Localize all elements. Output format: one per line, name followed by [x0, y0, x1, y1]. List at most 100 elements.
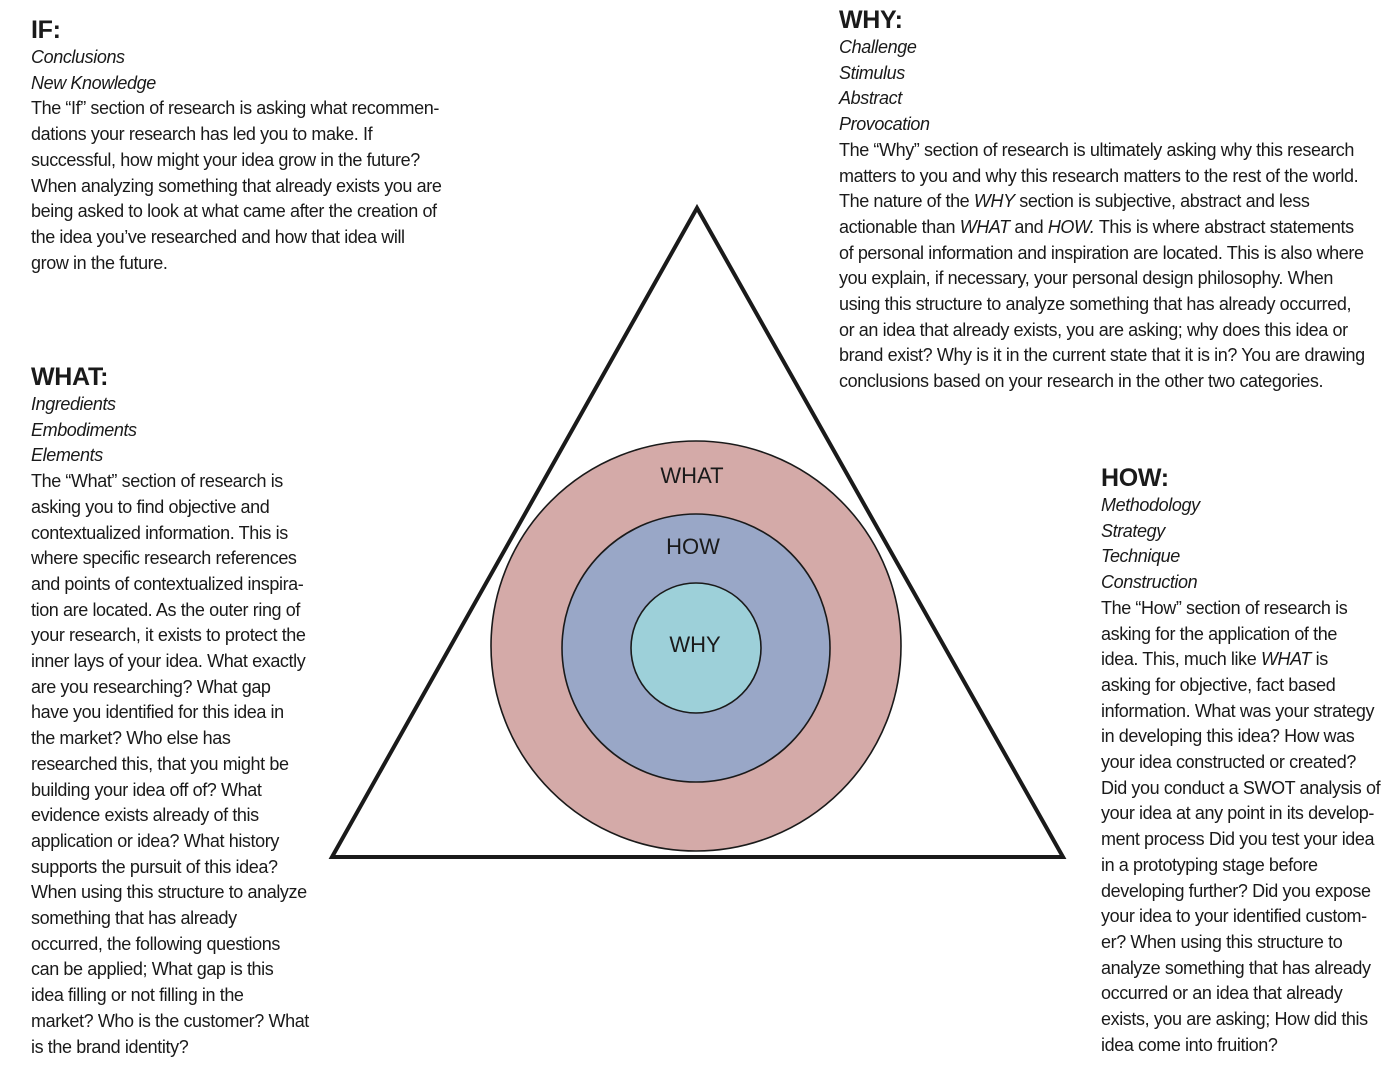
how-description-line: your idea at any point in its develop-	[1101, 803, 1374, 824]
what-ring-label: WHAT	[660, 463, 723, 488]
why-description-line: conclusions based on your research in th…	[839, 371, 1324, 392]
what-keyword: Embodiments	[31, 419, 137, 440]
what-description-line: something that has already	[31, 908, 237, 929]
what-description-line: supports the pursuit of this idea?	[31, 856, 278, 877]
why-description-line: The nature of the WHY section is subject…	[839, 189, 1389, 215]
if-description: The “If” section of research is asking w…	[31, 96, 456, 276]
how-description-line: developing further? Did you expose	[1101, 880, 1371, 901]
if-description-line: When analyzing something that already ex…	[31, 175, 442, 196]
what-description: The “What” section of research is asking …	[31, 469, 321, 1060]
if-description-line: the idea you’ve researched and how that …	[31, 226, 405, 247]
if-description-line: dations your research has led you to mak…	[31, 124, 373, 145]
what-description-line: is the brand identity?	[31, 1036, 189, 1057]
if-keyword: New Knowledge	[31, 72, 156, 93]
what-description-line: researched this, that you might be	[31, 753, 289, 774]
what-description-line: are you researching? What gap	[31, 676, 271, 697]
why-keyword: Provocation	[839, 114, 930, 135]
text-segment: is	[1311, 649, 1329, 670]
triangle-outline	[328, 203, 1067, 859]
what-description-line: the market? Who else has	[31, 728, 231, 749]
how-description-line: The “How” section of research is	[1101, 597, 1348, 618]
what-description-line: tion are located. As the outer ring of	[31, 599, 300, 620]
if-keyword: Conclusions	[31, 47, 125, 67]
what-description-line: your research, it exists to protect the	[31, 625, 306, 646]
why-keyword: Challenge	[839, 37, 917, 57]
how-description-line: er? When using this structure to	[1101, 931, 1343, 952]
if-description-line: being asked to look at what came after t…	[31, 201, 437, 222]
if-description-line: successful, how might your idea grow in …	[31, 149, 420, 170]
if-description-line: grow in the future.	[31, 252, 168, 273]
how-description-line: Did you conduct a SWOT analysis of	[1101, 777, 1381, 798]
text-segment: and	[1009, 216, 1048, 237]
what-description-line: can be applied; What gap is this	[31, 959, 274, 980]
what-description-line: idea filling or not filling in the	[31, 985, 244, 1006]
why-description-line: matters to you and why this research mat…	[839, 165, 1359, 186]
emphasis-text: WHAT	[1260, 649, 1312, 670]
why-core	[630, 582, 762, 714]
text-segment: idea. This, much like	[1101, 649, 1261, 670]
why-description-line: of personal information and inspiration …	[839, 242, 1364, 263]
why-keyword: Stimulus	[839, 62, 905, 83]
why-description-line: using this structure to analyze somethin…	[839, 294, 1352, 315]
what-description-line: asking you to find objective and	[31, 496, 270, 517]
why-description-line: you explain, if necessary, your personal…	[839, 268, 1334, 289]
emphasis-text: WHY	[973, 191, 1015, 212]
what-keyword: Ingredients	[31, 394, 116, 414]
what-description-line: evidence exists already of this	[31, 805, 259, 826]
what-description-line: When using this structure to analyze	[31, 882, 307, 903]
emphasis-text: WHAT	[959, 216, 1010, 237]
why-description-line: or an idea that already exists, you are …	[839, 319, 1348, 340]
what-description-line: building your idea off of? What	[31, 779, 262, 800]
how-description-line: asking for objective, fact based	[1101, 674, 1336, 695]
why-description-line: The “Why” section of research is ultimat…	[839, 139, 1354, 160]
what-keyword: Elements	[31, 445, 103, 466]
what-description-line: inner lays of your idea. What exactly	[31, 651, 306, 672]
how-description-line: analyze something that has already	[1101, 957, 1371, 978]
what-description-line: contextualized information. This is	[31, 522, 288, 543]
if-description-line: The “If” section of research is asking w…	[31, 98, 439, 119]
text-segment: This is where abstract statements	[1094, 216, 1354, 237]
how-description-line: idea come into fruition?	[1101, 1034, 1278, 1055]
how-ring-label: HOW	[666, 534, 720, 559]
emphasis-text: HOW.	[1047, 216, 1095, 237]
why-description-line: actionable than WHAT and HOW. This is wh…	[839, 215, 1389, 241]
how-description: The “How” section of research is asking f…	[1101, 596, 1393, 1059]
how-description-line: idea. This, much like WHAT is	[1101, 647, 1393, 673]
how-heading: HOW:	[1101, 464, 1169, 492]
text-segment: section is subjective, abstract and less	[1014, 191, 1310, 212]
how-description-line: information. What was your strategy	[1101, 700, 1375, 721]
why-description: The “Why” section of research is ultimat…	[839, 138, 1389, 395]
text-segment: actionable than	[839, 216, 960, 237]
what-description-line: and points of contextualized inspira-	[31, 573, 304, 594]
what-heading: WHAT:	[31, 363, 109, 391]
how-keyword: Construction	[1101, 572, 1198, 593]
how-description-line: occurred or an idea that already	[1101, 983, 1343, 1004]
how-keyword: Technique	[1101, 546, 1180, 567]
what-description-line: application or idea? What history	[31, 830, 279, 851]
what-description-line: have you identified for this idea in	[31, 702, 284, 723]
what-description-line: where specific research references	[31, 548, 297, 569]
why-heading: WHY:	[839, 6, 903, 34]
what-description-line: market? Who is the customer? What	[31, 1010, 309, 1031]
what-description-line: The “What” section of research is	[31, 471, 283, 492]
how-description-line: asking for the application of the	[1101, 623, 1337, 644]
how-description-line: in developing this idea? How was	[1101, 726, 1355, 747]
how-description-line: in a prototyping stage before	[1101, 854, 1318, 875]
how-description-line: your idea to your identified custom-	[1101, 906, 1367, 927]
how-keyword: Strategy	[1101, 520, 1165, 541]
why-description-line: brand exist? Why is it in the current st…	[839, 345, 1365, 366]
how-description-line: your idea constructed or created?	[1101, 752, 1356, 773]
what-description-line: occurred, the following questions	[31, 933, 280, 954]
why-core-label: WHY	[669, 632, 721, 657]
why-keyword: Abstract	[839, 88, 902, 109]
how-description-line: ment process Did you test your idea	[1101, 829, 1375, 850]
